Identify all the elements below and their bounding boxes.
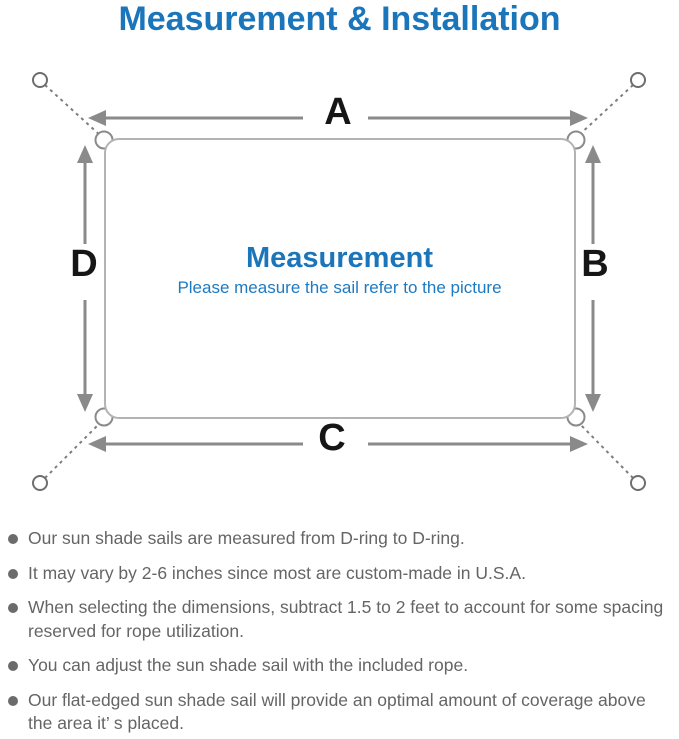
notes-list: Our sun shade sails are measured from D-… (8, 527, 674, 739)
anchor-point-icons (32, 72, 646, 491)
note-text: When selecting the dimensions, subtract … (28, 597, 664, 641)
list-item: Our sun shade sails are measured from D-… (8, 527, 674, 551)
page-title: Measurement & Installation (118, 0, 561, 38)
list-item: You can adjust the sun shade sail with t… (8, 654, 674, 678)
measurement-subtitle: Please measure the sail refer to the pic… (177, 278, 502, 297)
list-item: It may vary by 2-6 inches since most are… (8, 562, 674, 586)
note-text: Our flat-edged sun shade sail will provi… (28, 689, 646, 734)
arrow-c (88, 436, 588, 452)
d-ring-icons (94, 130, 586, 427)
tension-rope-dashed-lines (44, 84, 634, 479)
arrow-a (88, 110, 588, 126)
bullet-icon (8, 534, 18, 544)
measurement-arrows (77, 110, 601, 452)
measurement-heading: Measurement (246, 242, 433, 274)
sail-diagram-graphic (32, 72, 646, 491)
shade-sail-outline (104, 138, 576, 419)
bullet-icon (8, 568, 18, 579)
bullet-icon (8, 695, 18, 706)
note-text: Our sun shade sails are measured from D-… (28, 528, 465, 548)
note-text: It may vary by 2-6 inches since most are… (28, 562, 526, 583)
list-item: When selecting the dimensions, subtract … (8, 596, 674, 643)
arrow-b (585, 145, 601, 412)
arrow-d (77, 145, 93, 412)
diagram-center-text: Measurement Please measure the sail refe… (0, 242, 679, 298)
dimension-label-d: D (70, 243, 98, 285)
note-text: You can adjust the sun shade sail with t… (28, 655, 469, 675)
list-item: Our flat-edged sun shade sail will provi… (8, 689, 674, 736)
dimension-label-a: A (324, 91, 352, 133)
dimension-label-c: C (318, 417, 346, 459)
dimension-label-b: B (581, 243, 609, 285)
measurement-diagram: A B C D Measurement Please measure the s… (0, 72, 679, 491)
bullet-icon (8, 661, 18, 671)
bullet-icon (8, 603, 18, 613)
